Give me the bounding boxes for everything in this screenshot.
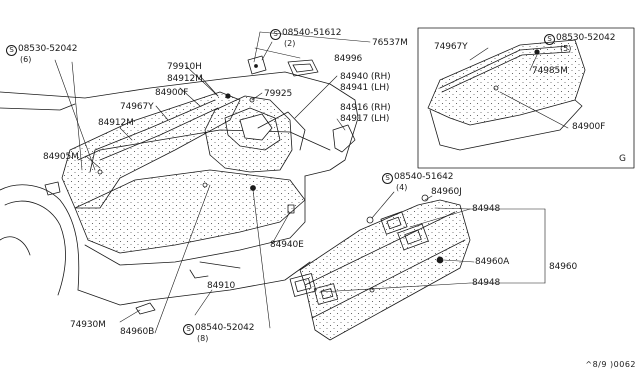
inset-qty-08530-52042: (5) [560,44,572,53]
trunk-floor-carpet [74,169,306,254]
rear-trunk-panel [289,199,471,341]
label-84905M: 84905M [43,152,79,162]
bracket-84916 [332,124,356,153]
label-84948-bot: 84948 [472,278,501,288]
screw-symbol-icon: S [183,324,194,335]
label-84917-lh: 84917 (LH) [340,114,390,124]
qty-08530-52042-left: (6) [20,55,32,64]
label-84960A: 84960A [475,257,510,267]
part-number: 08540-52042 [195,323,255,333]
reference-code: ^8/9 )0062 [585,360,636,369]
label-84941-lh: 84941 (LH) [340,83,390,93]
label-84960J: 84960J [431,187,462,197]
screw-symbol-icon: S [270,29,281,40]
inset-tag: G [619,154,626,164]
label-74930M: 74930M [70,320,106,330]
screw-symbol-icon: S [544,34,555,45]
part-number: 08530-52042 [556,33,616,43]
label-84912M-top: 84912M [167,74,203,84]
label-84996: 84996 [334,54,363,64]
screw-symbol-icon: S [6,45,17,56]
inset-label-74985M: 74985M [532,66,568,76]
part-number: 08540-51642 [394,172,454,182]
label-79910H: 79910H [167,62,202,72]
label-74967Y-left: 74967Y [120,102,154,112]
label-84916-rh: 84916 (RH) [340,103,391,113]
part-84996 [287,59,319,77]
label-84940-rh: 84940 (RH) [340,72,391,82]
label-84900F-left: 84900F [155,88,189,98]
screw-symbol-icon: S [382,173,393,184]
part-number: 08530-52042 [18,44,78,54]
qty-08540-51642: (4) [396,183,408,192]
inset-box [417,27,635,169]
inset-label-84900F: 84900F [572,122,606,132]
qty-08540-51612: (2) [284,39,296,48]
label-76537M: 76537M [372,38,408,48]
inset-label-74967Y: 74967Y [434,42,468,52]
inset-trim [427,39,586,126]
label-84960B: 84960B [120,327,155,337]
qty-08540-52042: (8) [197,334,209,343]
label-79925: 79925 [264,89,293,99]
label-84912M-mid: 84912M [98,118,134,128]
label-84940E: 84940E [270,240,304,250]
label-84910: 84910 [207,281,236,291]
part-number: 08540-51612 [282,28,342,38]
label-84960: 84960 [549,262,578,272]
label-84948-top: 84948 [472,204,501,214]
leader-lines [54,31,569,334]
